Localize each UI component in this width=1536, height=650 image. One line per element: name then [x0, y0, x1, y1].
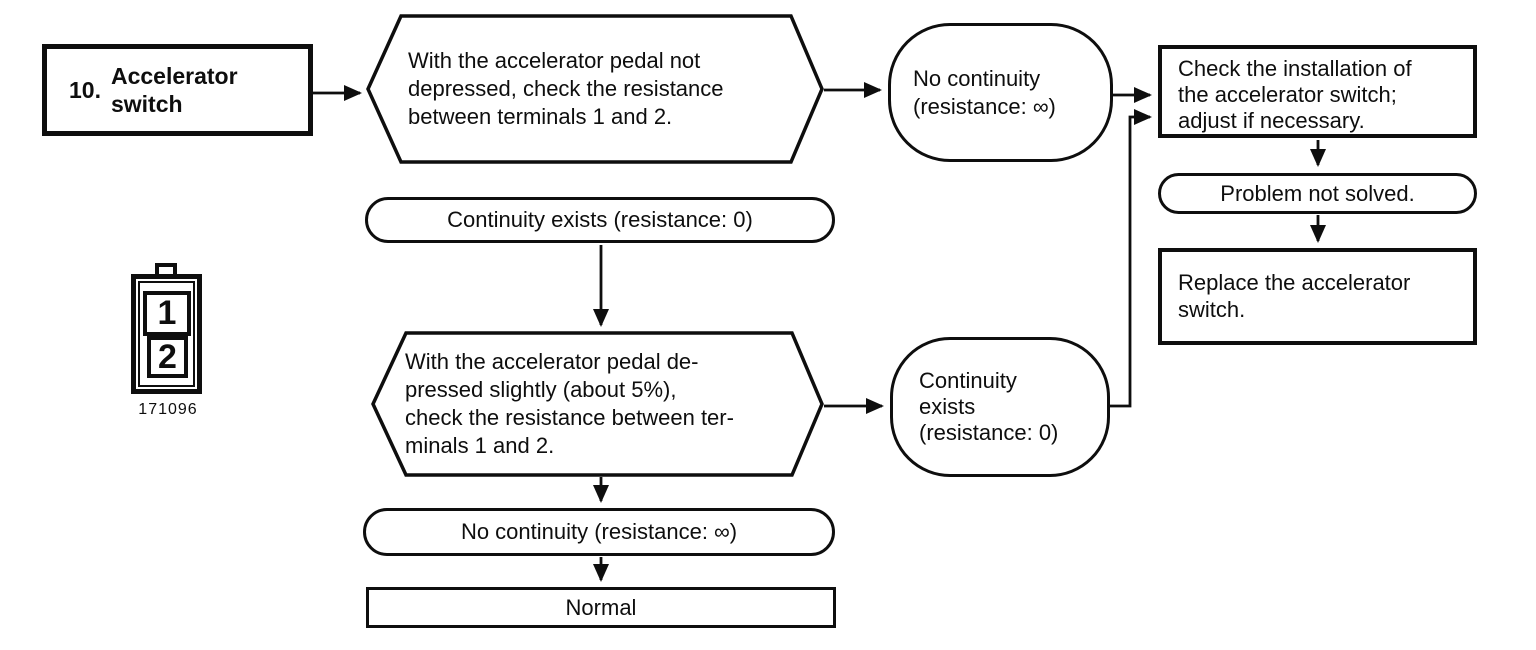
- outcome-no-continuity-2: No continuity (resistance: ∞): [363, 508, 835, 556]
- outcome-continuity-exists-2-text: Continuity exists (resistance: 0): [919, 368, 1059, 445]
- connector-terminal-figure: 1 2 171096: [131, 263, 205, 423]
- action-replace-switch-box: Replace the accelerator switch.: [1158, 248, 1477, 345]
- figure-number: 171096: [138, 401, 198, 418]
- outcome-no-continuity-1-text: No continuity (resistance: ∞): [913, 65, 1056, 119]
- result-normal-box: Normal: [366, 587, 836, 628]
- connector-body-inner-outline: [138, 281, 195, 387]
- outcome-continuity-exists-1-text: Continuity exists (resistance: 0): [447, 207, 753, 232]
- outcome-no-continuity-1: No continuity (resistance: ∞): [888, 23, 1113, 162]
- terminal-1-label: 1: [157, 294, 177, 332]
- step-number: 10.: [69, 77, 101, 103]
- terminal-1-cell: 1: [143, 291, 191, 336]
- step-title: Accelerator switch: [110, 63, 238, 117]
- test-step-1-text: With the accelerator pedal not depressed…: [408, 48, 724, 129]
- action-check-installation-box: Check the installation of the accelerato…: [1158, 45, 1477, 138]
- action-replace-switch-text: Replace the accelerator switch.: [1178, 270, 1411, 322]
- outcome-continuity-exists-1: Continuity exists (resistance: 0): [365, 197, 835, 243]
- outcome-continuity-exists-2: Continuity exists (resistance: 0): [890, 337, 1110, 477]
- problem-not-solved-text: Problem not solved.: [1220, 180, 1415, 206]
- result-normal-text: Normal: [565, 594, 637, 620]
- terminal-2-label: 2: [158, 337, 177, 376]
- test-step-2-text: With the accelerator pedal de- pressed s…: [405, 349, 734, 458]
- flow-arrows: [313, 82, 1326, 582]
- action-check-installation-text: Check the installation of the accelerato…: [1178, 56, 1412, 133]
- start-box-accelerator-switch: 10. Accelerator switch: [42, 44, 313, 136]
- problem-not-solved-pill: Problem not solved.: [1158, 173, 1477, 214]
- hexagon-step-1-shape: [366, 14, 824, 164]
- terminal-2-cell: 2: [147, 336, 188, 378]
- hexagon-step-2-shape: [371, 331, 824, 477]
- outcome-no-continuity-2-text: No continuity (resistance: ∞): [460, 519, 738, 544]
